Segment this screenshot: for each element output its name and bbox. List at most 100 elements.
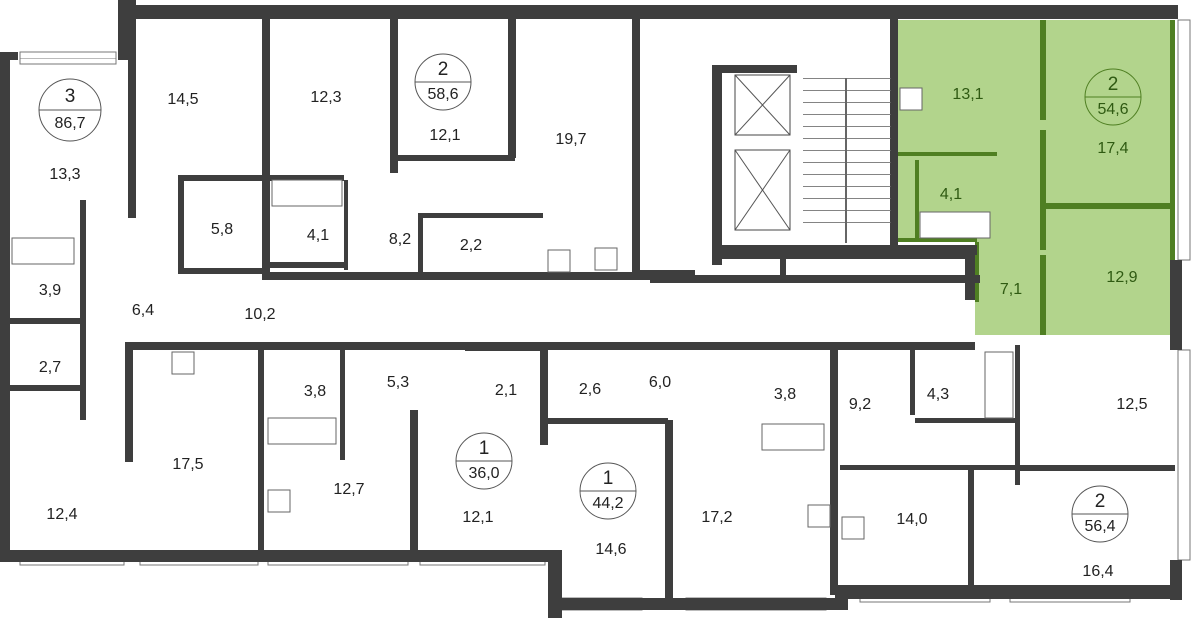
apartment-badge[interactable]: 3 86,7 [38,78,102,142]
wall [80,200,86,420]
room-area: 4,3 [927,386,949,403]
stove [841,516,865,540]
stove [547,249,571,273]
room-area: 3,8 [774,386,796,403]
elevator-cross [734,149,791,231]
apartment-area: 44,2 [592,495,623,512]
room-area: 4,1 [307,227,329,244]
wall [835,585,1180,599]
wall [632,18,640,276]
wall [1170,560,1182,600]
wall [965,250,975,300]
wall [118,5,1178,19]
apartment-badge[interactable]: 2 56,4 [1071,485,1129,543]
bathtub [761,423,825,451]
apartment-area: 54,6 [1097,101,1128,118]
wall [418,213,543,218]
apartment-badge[interactable]: 1 36,0 [455,432,513,490]
room-count: 2 [438,59,449,80]
room-area: 8,2 [389,231,411,248]
room-area: 19,7 [555,131,586,148]
wall [262,18,270,273]
wall [178,268,263,274]
wall [266,175,344,181]
room-count: 1 [479,438,490,459]
highlighted-room [897,20,1175,160]
room-area: 2,7 [39,359,61,376]
apartment-badge[interactable]: 2 58,6 [414,53,472,111]
wall [540,345,548,445]
wall [712,245,977,255]
wall [266,262,346,268]
apartment-area: 86,7 [54,115,85,132]
room-area: 12,5 [1116,396,1147,413]
highlighted-wall [975,242,979,302]
wall [418,213,423,273]
stove [899,87,923,111]
wall [665,420,673,600]
wall [178,175,266,181]
wall [712,65,722,265]
apartment-area: 58,6 [427,86,458,103]
bathtub [267,417,337,445]
wall [390,155,515,161]
highlighted-wall [1040,203,1175,209]
room-area-highlighted: 13,1 [952,86,983,103]
room-area: 3,9 [39,282,61,299]
room-area-highlighted: 7,1 [1000,281,1022,298]
highlighted-wall [897,152,997,156]
room-area: 12,4 [46,506,77,523]
room-area: 3,8 [304,383,326,400]
wall [262,272,402,280]
room-count: 2 [1108,74,1119,95]
wall [125,342,133,462]
bathtub [919,211,991,239]
window [1177,19,1191,261]
room-count: 1 [603,468,614,489]
wall [1020,465,1175,471]
highlighted-room [975,160,1175,335]
apartment-area: 56,4 [1084,518,1115,535]
room-count: 2 [1095,491,1106,512]
room-count: 3 [65,86,76,107]
highlighted-apartment-area[interactable] [897,20,1175,335]
window [1177,349,1191,561]
wall [390,18,398,173]
room-area: 14,0 [896,511,927,528]
highlighted-wall [1040,20,1046,120]
wall [10,318,80,324]
wall [0,52,10,562]
room-area-highlighted: 12,9 [1106,269,1137,286]
stove [594,247,618,271]
wall [508,18,516,158]
stair-divider [845,78,847,243]
wall [1170,260,1182,350]
apartment-area: 36,0 [468,465,499,482]
wall [410,410,418,550]
room-area-highlighted: 4,1 [940,186,962,203]
room-area: 10,2 [244,306,275,323]
bathtub [11,237,75,265]
window-line [20,58,116,59]
wall [712,65,797,73]
wall [340,345,345,460]
apartment-badge[interactable]: 1 44,2 [579,462,637,520]
wall [1015,345,1020,485]
bathtub [984,351,1014,419]
room-area: 6,0 [649,374,671,391]
room-area: 12,3 [310,89,341,106]
wall [258,342,264,552]
wall [548,418,668,424]
room-area: 5,3 [387,374,409,391]
highlighted-wall [1040,255,1046,335]
wall [10,385,85,391]
stove [267,489,291,513]
fixtures [11,74,1014,540]
apartment-badge-highlighted[interactable]: 2 54,6 [1084,68,1142,126]
wall [125,342,975,350]
room-area: 12,1 [429,127,460,144]
room-area-highlighted: 17,4 [1097,140,1128,157]
wall [840,465,1020,470]
